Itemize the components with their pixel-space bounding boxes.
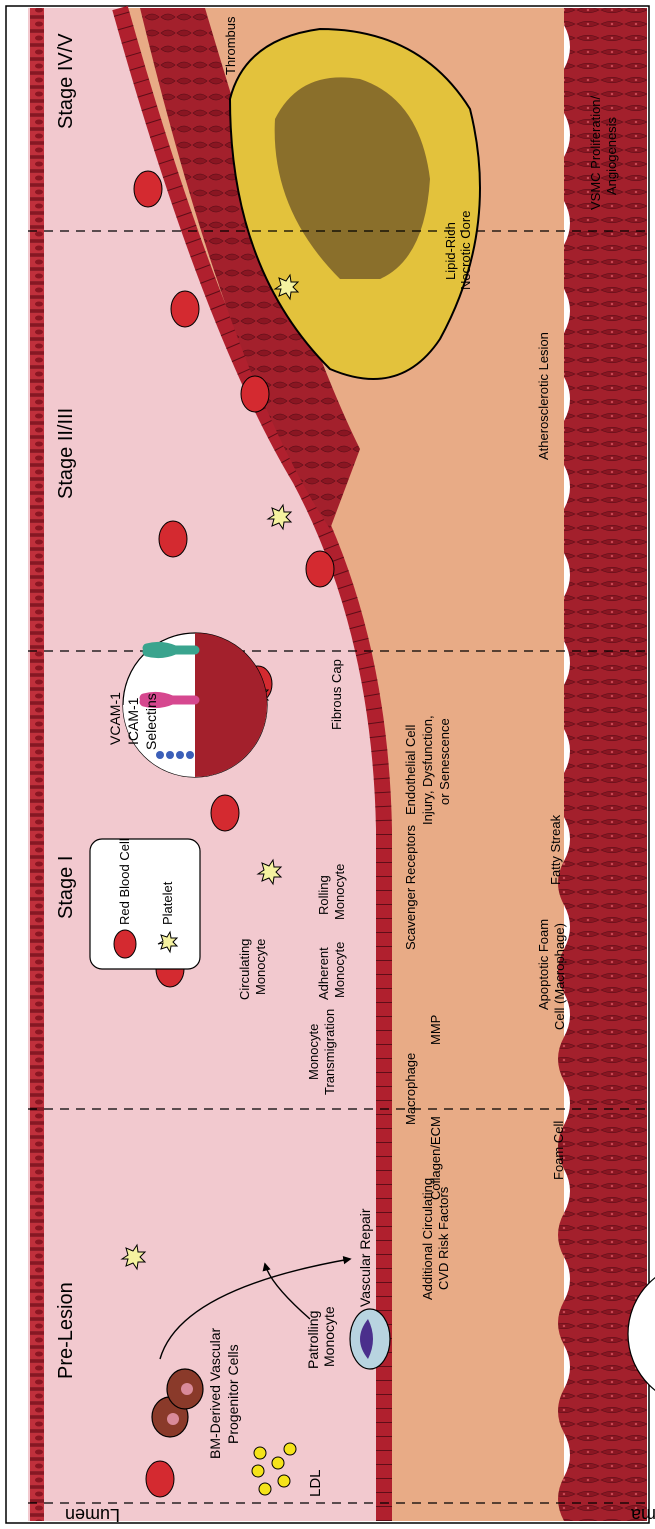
rolling-line2: Monocyte <box>332 864 347 920</box>
patrolling-label-line2: Monocyte <box>321 1306 337 1367</box>
ldl-label: LDL <box>307 1469 324 1497</box>
endothelial-line2: Injury, Dysfunction, <box>420 715 435 825</box>
patrolling-label-line1: Patrolling <box>305 1311 321 1369</box>
adhesion-icam-label: ICAM-1 <box>125 697 141 745</box>
legend-platelet-label: Platelet <box>160 881 175 925</box>
legend-rbc-label: Red Blood Cell <box>117 838 132 925</box>
apoptotic-line1: Apoptotic Foam <box>536 919 551 1010</box>
region-label-intima: Intima <box>630 1505 655 1525</box>
apoptotic-line2: Cell (Macrophage) <box>552 923 567 1030</box>
adherent-line2: Monocyte <box>332 942 347 998</box>
media-layer <box>558 8 647 1521</box>
vsmc-line1: VSMC Proliferation/ <box>588 95 603 210</box>
legend-box: Red Blood Cell Platelet <box>90 838 200 969</box>
endothelial-line3: or Senescence <box>437 718 452 805</box>
rolling-line1: Rolling <box>316 875 331 915</box>
stage-label-prelesion: Pre-Lesion <box>55 1282 77 1379</box>
collagen-label: Collagen/ECM <box>428 1116 443 1200</box>
thrombus-label: Thrombus <box>223 16 238 75</box>
necrotic-line1: Lipid-Rich <box>443 222 458 280</box>
adherent-line1: Adherent <box>316 947 331 1000</box>
circulating-line1: Circulating <box>237 939 252 1000</box>
lesion-label: Atherosclerotic Lesion <box>536 332 551 460</box>
transmigration-line2: Transmigration <box>322 1009 337 1095</box>
circulating-line2: Monocyte <box>253 939 268 995</box>
stage-label-stage1: Stage I <box>55 856 77 919</box>
vascular-repair-label: Vascular Repair <box>357 1208 373 1307</box>
necrotic-line2: Necrotic Core <box>458 211 473 290</box>
stage-label-stage23: Stage II/III <box>55 408 77 499</box>
bm-progenitor-label-line2: Progenitor Cells <box>225 1344 241 1444</box>
fibrous-cap-label: Fibrous Cap <box>329 659 344 730</box>
region-label-lumen: Lumen <box>65 1505 120 1525</box>
endothelium-top <box>30 8 44 1521</box>
vsmc-line2: Angiogenesis <box>604 116 619 195</box>
figure-rotated: Pre-Lesion Stage I Stage II/III Stage IV… <box>0 6 655 1529</box>
adhesion-vcam-label: VCAM-1 <box>107 692 123 745</box>
macrophage-label: Macrophage <box>403 1053 418 1125</box>
risk-factors-line2: CVD Risk Factors <box>436 1186 451 1290</box>
mmp-label: MMP <box>428 1015 443 1045</box>
scavenger-label: Scavenger Receptors <box>403 824 418 950</box>
adhesion-selectins-label: Selectins <box>143 693 159 750</box>
endothelial-line1: Endothelial Cell <box>403 725 418 815</box>
transmigration-line1: Monocyte <box>306 1024 321 1080</box>
fatty-streak-label: Fatty Streak <box>548 814 563 885</box>
stage-label-stage45: Stage IV/V <box>55 33 77 129</box>
patrolling-monocyte <box>350 1309 390 1369</box>
bm-progenitor-label-line1: BM-Derived Vascular <box>207 1327 223 1459</box>
foam-cell-label: Foam Cell <box>551 1121 566 1180</box>
